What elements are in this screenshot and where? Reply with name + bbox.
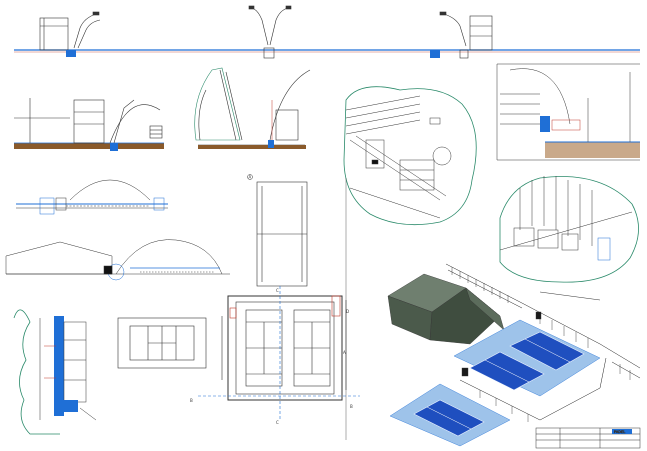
vertical-section-detail xyxy=(13,309,97,435)
section-mark-c-bottom: C xyxy=(276,420,279,425)
section-mark-a-right: A xyxy=(343,350,346,355)
title-block-logo: PADEL xyxy=(614,430,625,434)
plan-strip-left xyxy=(16,179,168,215)
section-mark-a-top: A xyxy=(249,175,252,180)
isometric-3d-view xyxy=(387,263,641,447)
top-elevation xyxy=(14,5,640,59)
title-block: PADEL xyxy=(535,427,641,449)
single-court-plan xyxy=(256,181,308,287)
title-block-logo-bar xyxy=(612,429,632,434)
court-plan-small xyxy=(117,317,207,369)
section-curved-roof xyxy=(194,67,311,149)
section-marks: A C B B A C D xyxy=(190,174,353,425)
section-mark-d: D xyxy=(346,309,349,314)
section-detail-right xyxy=(496,63,640,161)
section-mark-b-left: B xyxy=(190,398,193,403)
section-dome-left xyxy=(14,98,164,151)
iso-detail-bubble-top xyxy=(343,86,477,226)
section-mark-b-right: B xyxy=(350,404,353,409)
elevation-barn-dome xyxy=(5,239,230,281)
section-mark-c-top: C xyxy=(276,288,279,293)
iso-detail-bubble-mid xyxy=(499,176,639,301)
two-court-plan xyxy=(198,178,360,440)
